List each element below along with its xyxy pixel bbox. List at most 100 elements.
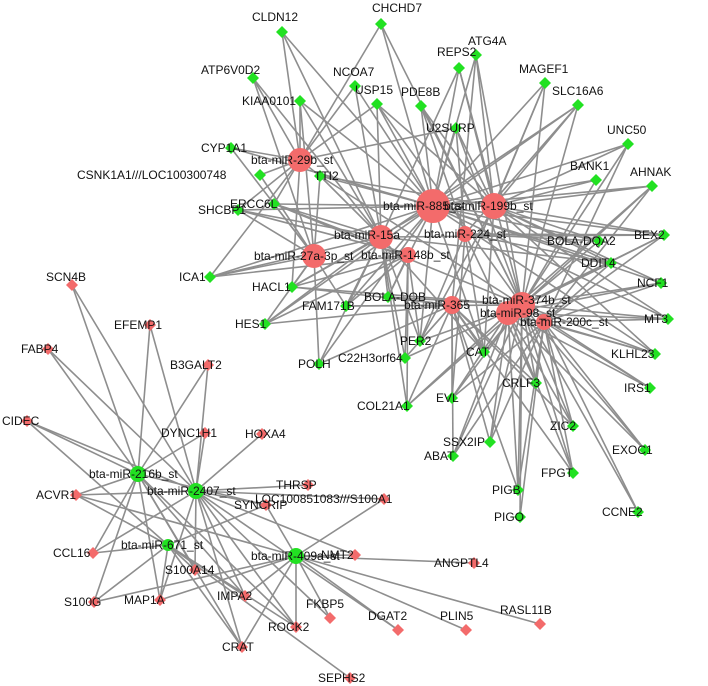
gene-node-BOLADQB [382, 291, 394, 303]
edge-m409-CRAT [241, 555, 297, 648]
edge-m885-REPS2 [432, 67, 460, 207]
gene-node-ACVR1 [70, 489, 82, 501]
gene-node-NCF1 [655, 277, 667, 289]
gene-node-IRS1 [644, 382, 656, 394]
edge-m98-IRS1 [507, 312, 651, 389]
gene-label-THRSP: THRSP [276, 478, 317, 492]
edge-m200-IRS1 [543, 321, 651, 389]
edge-m885-BANK1 [432, 179, 597, 207]
edge-m2407-ROCK2 [195, 490, 297, 628]
edge-m199-USP15 [376, 103, 495, 207]
gene-node-ABAT [447, 450, 459, 462]
gene-node-BANK1 [590, 174, 602, 186]
mirna-label-m29b: bta-miR-29b_st [251, 153, 334, 167]
gene-node-SLC16A6 [572, 99, 584, 111]
mirna-label-m216: bta-miR-216b_st [89, 467, 178, 481]
gene-label-EVL: EVL [436, 391, 459, 405]
gene-label-EFEMP1: EFEMP1 [114, 318, 162, 332]
gene-node-ZIC2 [567, 420, 579, 432]
edge-m15-KIAA0101 [299, 100, 382, 238]
gene-node-FKBP5 [324, 612, 336, 624]
edge-m2407-MAP1A [159, 490, 197, 601]
gene-node-S100A14 [189, 564, 201, 576]
edge-m199-ATG4A [475, 54, 495, 207]
gene-label-CRLF3: CRLF3 [502, 376, 540, 390]
gene-label-CRAT: CRAT [222, 640, 254, 654]
gene-label-HACL1: HACL1 [252, 280, 291, 294]
gene-node-EXOC1 [639, 444, 651, 456]
edge-m27a-CSNK1A1 [259, 174, 315, 257]
mirna-node-m148 [400, 247, 416, 263]
edge-m216-DYNC1H1 [137, 432, 206, 475]
edge-m216-CCL16 [92, 473, 139, 554]
gene-node-THRSP [302, 479, 314, 491]
gene-label-ZIC2: ZIC2 [550, 419, 576, 433]
edge-m885-SHCBP1 [237, 205, 434, 211]
gene-node-SHCBP1 [232, 204, 244, 216]
gene-node-MT3 [662, 313, 674, 325]
mirna-label-m671: bta-miR-671_st [121, 538, 204, 552]
edge-m365-ZIC2 [451, 304, 574, 427]
mirna-node-m365 [443, 296, 461, 314]
gene-label-SYNCRIP: SYNCRIP [234, 498, 287, 512]
gene-node-MAGEF1 [539, 77, 551, 89]
edge-m224-PDE8B [420, 105, 466, 235]
edge-m27a-SHCBP1 [237, 209, 315, 257]
edge-m200-CCNE2 [543, 321, 639, 513]
edge-layer [26, 23, 669, 679]
edge-m409-PLIN5 [295, 555, 467, 631]
mirna-node-m27a [302, 244, 326, 268]
edge-m2407-FKBP5 [195, 490, 331, 619]
edge-m409-MAP1A [159, 555, 297, 601]
edge-m2407-CIDEC [26, 420, 197, 492]
edge-m199-BEX2 [493, 205, 665, 236]
gene-label-PIGO: PIGO [494, 510, 524, 524]
edge-m2407-LOC100851083 [195, 490, 385, 500]
edge-m15-REPS2 [380, 67, 460, 238]
edge-m885-POLH [318, 205, 434, 365]
gene-label-LOC100851083: LOC100851083///S100A1 [255, 492, 393, 506]
edge-m2407-HOXA4 [195, 433, 263, 492]
edge-m885-NCF1 [432, 205, 662, 284]
edge-m224-PER2 [419, 233, 466, 342]
gene-node-FAM171B [340, 300, 352, 312]
gene-label-EXOC1: EXOC1 [612, 443, 653, 457]
edge-m885-ICA1 [209, 205, 434, 278]
edge-m409-ACVR1 [75, 494, 297, 557]
gene-node-DDIT4 [605, 257, 617, 269]
gene-label-PDE8B: PDE8B [401, 85, 440, 99]
edge-m15-PER2 [380, 236, 421, 342]
gene-node-AHNAK [646, 180, 658, 192]
edge-m216-MAP1A [137, 473, 161, 601]
gene-node-PIGO [514, 511, 526, 523]
gene-label-TTI2: TTI2 [314, 169, 339, 183]
edge-m98-SSX2IP [489, 312, 509, 443]
gene-label-NMT2: NMT2 [321, 548, 354, 562]
edge-m216-ACVR1 [75, 473, 139, 496]
edge-m374-REPS2 [458, 67, 523, 306]
gene-label-ACVR1: ACVR1 [36, 488, 76, 502]
edge-m671-MAP1A [159, 544, 169, 601]
mirna-label-m98: bta-miR-98_st [480, 306, 556, 320]
edge-m885-USP15 [376, 103, 434, 207]
edge-m671-S100G [93, 544, 169, 603]
gene-label-SHCBP1: SHCBP1 [198, 203, 246, 217]
mirna-node-m885 [416, 189, 450, 223]
edge-m885-TTI2 [319, 175, 434, 207]
edge-m15-HACL1 [291, 236, 382, 288]
mirna-label-m224: bta-miR-224_st [424, 227, 507, 241]
edge-m15-CLDN12 [281, 31, 382, 238]
edge-m2407-B3GALT2 [195, 364, 209, 492]
gene-label-U2SURP: U2SURP [426, 121, 475, 135]
edge-m365-PIGB [451, 304, 519, 491]
edge-m27a-POLH [313, 255, 320, 365]
edge-m374-KLHL23 [521, 304, 656, 355]
edge-m224-BOLADQA2 [464, 233, 600, 242]
edge-m98-MT3 [507, 312, 669, 320]
edge-m374-CHCHD7 [380, 23, 523, 306]
gene-node-ERCC6L [268, 198, 280, 210]
edge-m885-HES1 [264, 205, 434, 325]
gene-label-ROCK2: ROCK2 [268, 620, 310, 634]
gene-node-NMT2 [349, 549, 361, 561]
